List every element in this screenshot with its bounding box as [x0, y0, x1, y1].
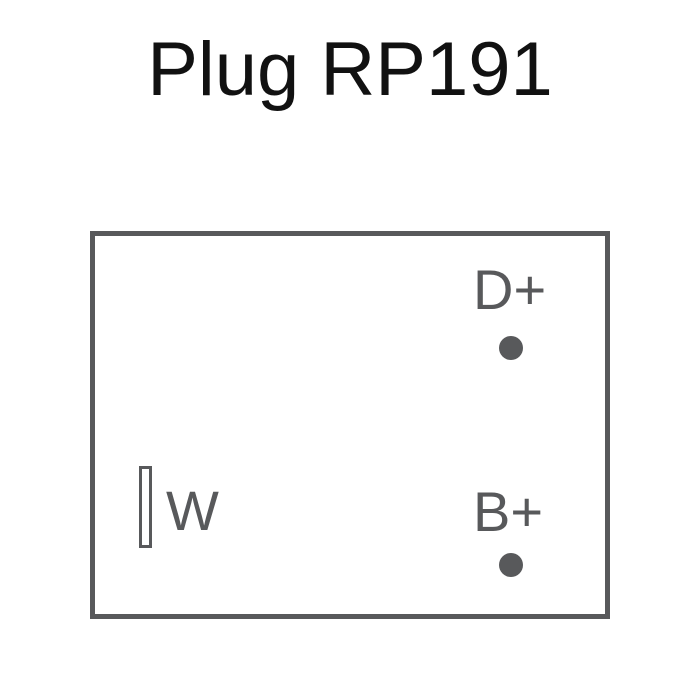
pin-w-label: W [166, 479, 219, 542]
pin-b-plus-terminal [499, 553, 523, 577]
diagram-title: Plug RP191 [147, 27, 553, 112]
pin-d-plus-label: D+ [473, 258, 547, 321]
pin-d-plus-terminal [499, 336, 523, 360]
pin-w-terminal [139, 466, 152, 548]
pin-b-plus-label: B+ [473, 480, 544, 543]
plug-outline [90, 231, 610, 619]
